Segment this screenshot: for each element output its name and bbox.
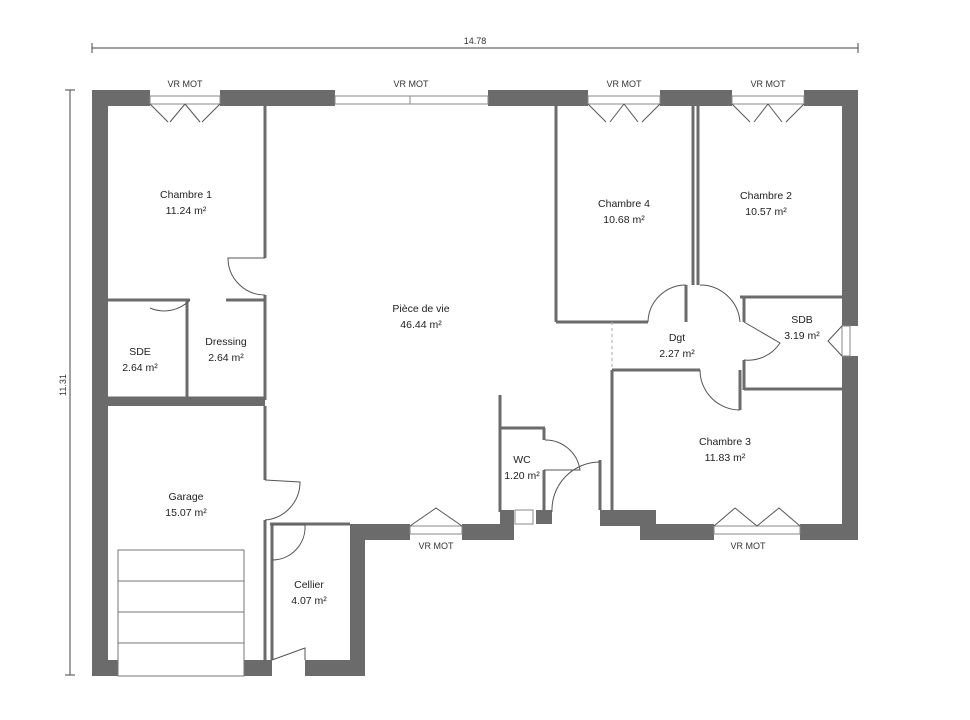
door-entry bbox=[551, 461, 601, 513]
width-label: 14.78 bbox=[464, 36, 487, 46]
room-name-dgt: Dgt bbox=[669, 332, 685, 344]
room-name-chambre1: Chambre 1 bbox=[160, 189, 212, 201]
door-garage bbox=[264, 479, 301, 521]
door-wc bbox=[544, 439, 581, 471]
windows: VR MOT VR MOT VR MOT VR MOT VR MOT VR MO… bbox=[149, 79, 851, 551]
doors bbox=[149, 257, 781, 661]
room-name-cellier: Cellier bbox=[294, 579, 324, 591]
door-chambre3 bbox=[699, 369, 741, 411]
room-name-wc: WC bbox=[513, 454, 531, 466]
room-name-dressing: Dressing bbox=[205, 336, 247, 348]
room-name-chambre3: Chambre 3 bbox=[699, 436, 751, 448]
window-chambre3: VR MOT bbox=[713, 507, 801, 551]
wc-vent bbox=[514, 509, 534, 525]
window-living-bottom: VR MOT bbox=[409, 507, 463, 551]
window-label: VR MOT bbox=[394, 79, 430, 89]
room-name-chambre4: Chambre 4 bbox=[598, 198, 650, 210]
room-area-chambre2: 10.57 m² bbox=[745, 206, 787, 218]
room-name-sdb: SDB bbox=[791, 314, 813, 326]
door-cellier bbox=[271, 524, 306, 561]
garage-door bbox=[117, 549, 245, 677]
room-labels: Chambre 1 11.24 m² SDE 2.64 m² Dressing … bbox=[122, 189, 820, 607]
window-living-bay: VR MOT bbox=[334, 79, 489, 105]
room-area-sde: 2.64 m² bbox=[122, 362, 158, 374]
window-label: VR MOT bbox=[419, 541, 455, 551]
door-chambre1 bbox=[227, 257, 266, 296]
room-area-chambre1: 11.24 m² bbox=[166, 205, 207, 217]
window-label: VR MOT bbox=[731, 541, 767, 551]
room-area-garage: 15.07 m² bbox=[165, 507, 207, 519]
window-label: VR MOT bbox=[607, 79, 643, 89]
door-cellier-ext bbox=[271, 647, 306, 661]
window-label: VR MOT bbox=[168, 79, 204, 89]
door-chambre2 bbox=[699, 284, 741, 323]
room-area-wc: 1.20 m² bbox=[504, 470, 540, 482]
height-label: 11.31 bbox=[58, 374, 68, 396]
room-name-chambre2: Chambre 2 bbox=[740, 190, 792, 202]
room-area-chambre3: 11.83 m² bbox=[705, 452, 746, 464]
room-name-piece-de-vie: Pièce de vie bbox=[392, 303, 449, 315]
interior-walls bbox=[92, 106, 842, 660]
window-chambre1: VR MOT bbox=[149, 79, 221, 123]
room-name-garage: Garage bbox=[168, 491, 203, 503]
room-area-sdb: 3.19 m² bbox=[784, 330, 820, 342]
room-area-chambre4: 10.68 m² bbox=[603, 214, 645, 226]
height-dimension: 11.31 bbox=[58, 89, 75, 676]
room-area-piece-de-vie: 46.44 m² bbox=[400, 319, 442, 331]
window-label: VR MOT bbox=[751, 79, 787, 89]
width-dimension: 14.78 bbox=[91, 36, 859, 53]
door-sde bbox=[149, 299, 191, 312]
room-area-dressing: 2.64 m² bbox=[208, 352, 244, 364]
exterior-walls bbox=[92, 90, 858, 676]
room-area-cellier: 4.07 m² bbox=[291, 595, 327, 607]
room-name-sde: SDE bbox=[129, 346, 151, 358]
window-chambre4: VR MOT bbox=[587, 79, 661, 123]
window-chambre2: VR MOT bbox=[731, 79, 805, 123]
door-chambre4 bbox=[647, 284, 687, 323]
door-sdb bbox=[743, 321, 781, 361]
room-area-dgt: 2.27 m² bbox=[659, 348, 695, 360]
window-sdb bbox=[827, 325, 851, 357]
